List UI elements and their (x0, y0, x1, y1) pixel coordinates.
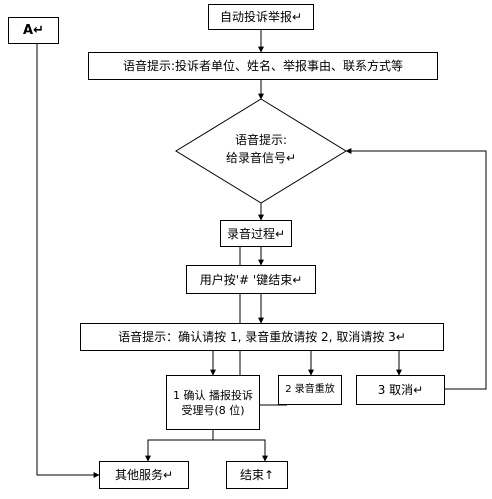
node-prompt-confirm: 语音提示：确认请按 1, 录音重放请按 2, 取消请按 3↵ (80, 323, 444, 351)
node-prompt-info: 语音提示:投诉者单位、姓名、举报事由、联系方式等 (88, 52, 438, 80)
node-other-services: 其他服务↵ (99, 461, 189, 489)
decision-text: 语音提示: 给录音信号↵ (196, 131, 326, 167)
node-recording: 录音过程↵ (220, 220, 292, 247)
node-option-confirm: 1 确认 播报投诉受理号(8 位) (166, 375, 260, 430)
node-press-hash: 用户按'# '键结束↵ (186, 265, 316, 294)
connector-a: A↵ (8, 17, 59, 44)
node-start: 自动投诉举报↵ (208, 4, 314, 30)
node-option-replay: 2 录音重放 (278, 375, 342, 405)
decision-line-1: 语音提示: (234, 133, 288, 147)
decision-diamond (175, 98, 347, 204)
arrow-a-to-other (36, 44, 100, 478)
decision-line-2: 给录音信号↵ (225, 151, 297, 165)
node-option-cancel: 3 取消↵ (356, 375, 445, 405)
arrow-opt3-to-decision (345, 148, 487, 390)
arrow-opt1-to-other (145, 430, 214, 462)
node-end: 结束↑ (226, 461, 288, 489)
arrow-opt1-to-end (213, 439, 268, 462)
